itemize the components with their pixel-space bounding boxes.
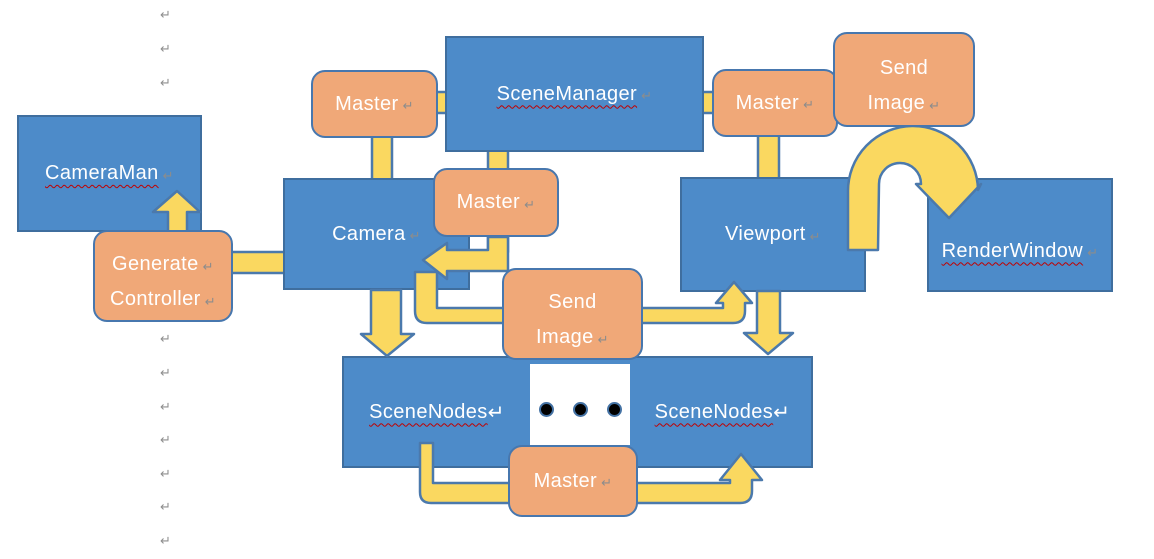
ellipsis-dot — [538, 402, 554, 417]
paragraph-mark: ↵ — [160, 331, 171, 346]
paragraph-mark: ↵ — [160, 432, 171, 447]
image-text: Image — [867, 91, 926, 114]
return-mark-icon: ↵ — [409, 228, 421, 243]
return-mark-icon: ↵ — [487, 401, 505, 424]
box-master-top-left[interactable]: Master ↵ — [311, 70, 438, 138]
send-text: Send — [879, 56, 929, 79]
box-master-middle-label: Master ↵ — [435, 170, 557, 235]
box-master-top-right[interactable]: Master ↵ — [712, 69, 838, 137]
return-mark-icon: ↵ — [162, 167, 174, 183]
return-mark-icon: ↵ — [929, 97, 941, 113]
return-mark-icon: ↵ — [773, 401, 791, 424]
camera-text: Camera — [332, 222, 406, 245]
connector-master-tl-to-camera[interactable] — [370, 131, 394, 183]
controller-text: Controller — [110, 288, 201, 310]
scenenodes-ellipsis-gap — [530, 364, 630, 445]
box-master-bottom[interactable]: Master ↵ — [508, 445, 638, 517]
paragraph-mark: ↵ — [160, 399, 171, 414]
connector-master-tr-to-viewport[interactable] — [756, 131, 781, 183]
paragraph-mark: ↵ — [160, 499, 171, 514]
viewport-text: Viewport — [725, 223, 806, 245]
box-send-image-middle-label: Send Image↵ — [504, 270, 641, 364]
box-cameraman-label: CameraMan ↵ — [19, 117, 200, 230]
arrow-viewport-to-scenenodes[interactable] — [742, 289, 795, 356]
paragraph-mark: ↵ — [160, 466, 171, 481]
return-mark-icon: ↵ — [1087, 245, 1099, 260]
box-master-top-left-label: Master ↵ — [313, 72, 436, 136]
box-scenenodes-right-label: SceneNodes ↵ — [630, 358, 815, 466]
box-master-middle[interactable]: Master ↵ — [433, 168, 559, 237]
box-camera-label: Camera ↵ — [285, 180, 468, 288]
box-scenenodes-left-label: SceneNodes ↵ — [344, 358, 530, 466]
box-viewport[interactable]: Viewport ↵ — [680, 177, 866, 292]
ellipsis-dot — [606, 402, 622, 417]
cameraman-text: CameraMan — [45, 162, 159, 184]
paragraph-mark: ↵ — [160, 41, 171, 56]
connector-generate-to-camera[interactable] — [226, 250, 290, 275]
scenemanager-text: SceneManager — [496, 82, 638, 105]
box-send-image-top-label: Send Image↵ — [835, 34, 973, 131]
paragraph-mark: ↵ — [160, 533, 171, 548]
send-text: Send — [548, 291, 597, 313]
renderwindow-text: RenderWindow — [941, 239, 1084, 262]
box-scenemanager[interactable]: SceneManager ↵ — [445, 36, 704, 152]
return-mark-icon: ↵ — [809, 228, 821, 244]
return-mark-icon: ↵ — [803, 97, 815, 112]
paragraph-mark: ↵ — [160, 365, 171, 380]
image-text: Image — [536, 326, 594, 348]
scenenodes-left-text: SceneNodes — [369, 400, 488, 423]
return-mark-icon: ↵ — [597, 332, 609, 347]
box-viewport-label: Viewport ↵ — [682, 179, 864, 290]
generate-text: Generate — [112, 253, 199, 275]
box-send-image-middle[interactable]: Send Image↵ — [502, 268, 643, 360]
box-cameraman[interactable]: CameraMan ↵ — [17, 115, 202, 232]
box-generate-controller[interactable]: Generate↵ Controller↵ — [93, 230, 233, 322]
box-renderwindow[interactable]: RenderWindow ↵ — [927, 178, 1113, 292]
master-text: Master — [533, 469, 598, 492]
master-text: Master — [735, 91, 800, 114]
return-mark-icon: ↵ — [641, 88, 653, 103]
arrow-camera-to-scenenodes[interactable] — [359, 288, 416, 358]
return-mark-icon: ↵ — [204, 294, 216, 309]
box-scenemanager-label: SceneManager ↵ — [447, 38, 702, 150]
scenenodes-right-text: SceneNodes — [654, 400, 774, 423]
ellipsis-dot — [572, 402, 588, 417]
master-text: Master — [456, 191, 521, 213]
box-master-top-right-label: Master ↵ — [714, 71, 836, 135]
paragraph-mark: ↵ — [160, 75, 171, 90]
return-mark-icon: ↵ — [202, 259, 214, 274]
box-generate-controller-label: Generate↵ Controller↵ — [95, 232, 231, 326]
return-mark-icon: ↵ — [601, 475, 613, 490]
box-send-image-top[interactable]: Send Image↵ — [833, 32, 975, 127]
paragraph-mark: ↵ — [160, 7, 171, 22]
return-mark-icon: ↵ — [402, 98, 414, 113]
box-master-bottom-label: Master ↵ — [510, 447, 636, 515]
box-renderwindow-label: RenderWindow ↵ — [929, 180, 1111, 306]
master-text: Master — [335, 92, 399, 115]
return-mark-icon: ↵ — [524, 196, 536, 212]
